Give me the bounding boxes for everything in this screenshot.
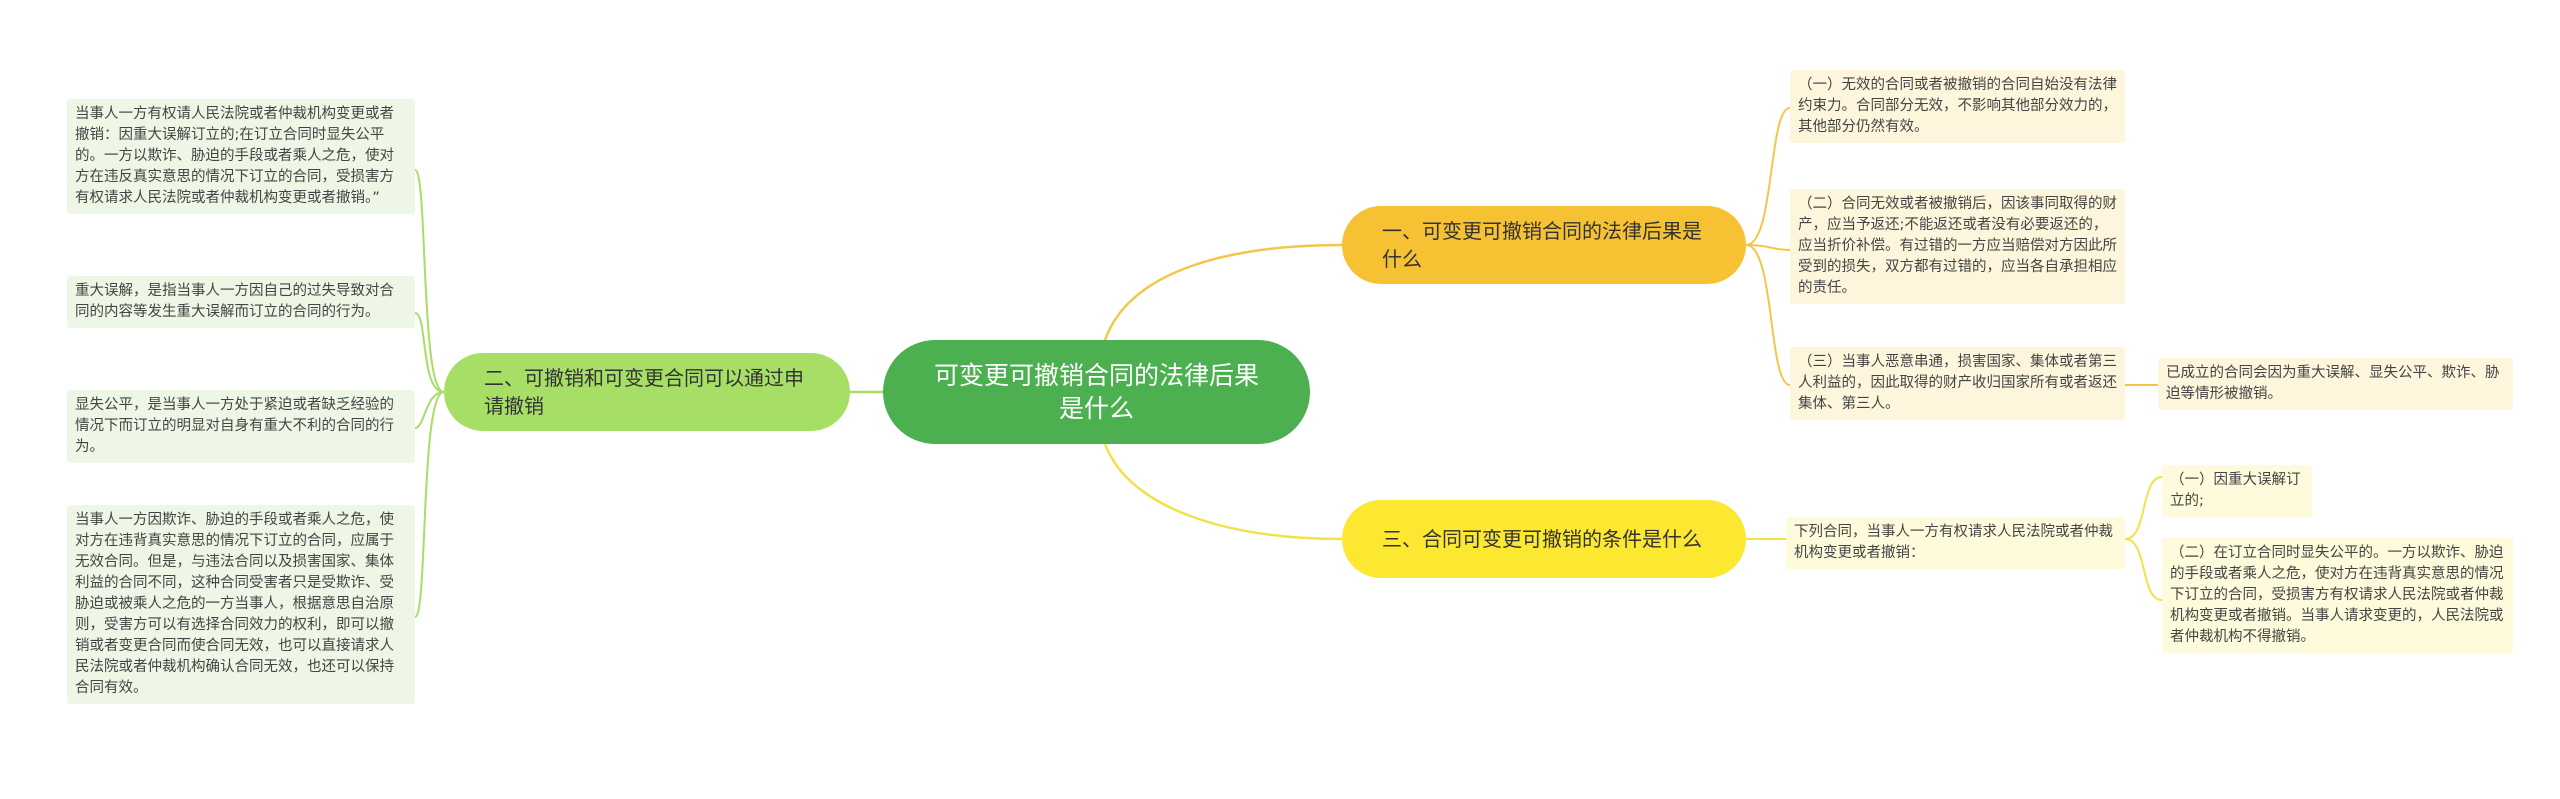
leaf-item[interactable]: 显失公平，是当事人一方处于紧迫或者缺乏经验的情况下而订立的明显对自身有重大不利的… (67, 390, 415, 463)
leaf-text: （二）在订立合同时显失公平的。一方以欺诈、胁迫的手段或者乘人之危，使对方在违背真… (2170, 545, 2504, 645)
link-b2-leaf2 (414, 312, 445, 393)
leaf-text: （三）当事人恶意串通，损害国家、集体或者第三人利益的，因此取得的财产收归国家所有… (1798, 354, 2117, 412)
leaf-item[interactable]: （二）合同无效或者被撤销后，因该事同取得的财产，应当予返还;不能返还或者没有必要… (1790, 189, 2125, 304)
leaf-item[interactable]: 当事人一方有权请人民法院或者仲裁机构变更或者撤销：因重大误解订立的;在订立合同时… (67, 99, 415, 214)
leaf-text: 当事人一方因欺诈、胁迫的手段或者乘人之危，使对方在违背真实意思的情况下订立的合同… (75, 512, 394, 696)
leaf-item[interactable]: （二）在订立合同时显失公平的。一方以欺诈、胁迫的手段或者乘人之危，使对方在违背真… (2162, 538, 2513, 653)
branch-label: 三、合同可变更可撤销的条件是什么 (1382, 527, 1702, 551)
link-root-b1 (1103, 243, 1343, 341)
link-b1-leaf3 (1745, 244, 1791, 386)
leaf-item[interactable]: （一）无效的合同或者被撤销的合同自始没有法律约束力。合同部分无效，不影响其他部分… (1790, 70, 2125, 143)
link-b2-leaf3 (414, 391, 445, 429)
leaf-text: 显失公平，是当事人一方处于紧迫或者缺乏经验的情况下而订立的明显对自身有重大不利的… (75, 397, 394, 455)
link-b1-leaf1 (1745, 107, 1791, 246)
leaf-note[interactable]: 已成立的合同会因为重大误解、显失公平、欺诈、胁迫等情形被撤销。 (2158, 358, 2513, 410)
branch-legal-consequences[interactable]: 一、可变更可撤销合同的法律后果是什么 (1342, 206, 1746, 284)
leaf-item[interactable]: 重大误解，是指当事人一方因自己的过失导致对合同的内容等发生重大误解而订立的合同的… (67, 276, 415, 328)
link-intro-item1 (2124, 476, 2163, 540)
leaf-text: （二）合同无效或者被撤销后，因该事同取得的财产，应当予返还;不能返还或者没有必要… (1798, 196, 2117, 296)
link-root-b3 (1103, 443, 1343, 541)
branch-label: 一、可变更可撤销合同的法律后果是什么 (1382, 219, 1702, 271)
branch-apply-revocation[interactable]: 二、可撤销和可变更合同可以通过申请撤销 (444, 353, 850, 431)
root-topic-label: 可变更可撤销合同的法律后果是什么 (933, 361, 1259, 423)
branch-label: 二、可撤销和可变更合同可以通过申请撤销 (484, 366, 804, 418)
leaf-item[interactable]: （三）当事人恶意串通，损害国家、集体或者第三人利益的，因此取得的财产收归国家所有… (1790, 347, 2125, 420)
leaf-text: 已成立的合同会因为重大误解、显失公平、欺诈、胁迫等情形被撤销。 (2166, 365, 2500, 402)
leaf-intro[interactable]: 下列合同，当事人一方有权请求人民法院或者仲裁机构变更或者撤销： (1786, 517, 2125, 569)
leaf-text: （一）无效的合同或者被撤销的合同自始没有法律约束力。合同部分无效，不影响其他部分… (1798, 77, 2117, 135)
leaf-text: 重大误解，是指当事人一方因自己的过失导致对合同的内容等发生重大误解而订立的合同的… (75, 283, 394, 320)
leaf-text: 下列合同，当事人一方有权请求人民法院或者仲裁机构变更或者撤销： (1794, 524, 2113, 561)
link-b2-leaf1 (414, 169, 445, 393)
leaf-text: 当事人一方有权请人民法院或者仲裁机构变更或者撤销：因重大误解订立的;在订立合同时… (75, 106, 394, 206)
leaf-item[interactable]: （一）因重大误解订立的; (2162, 465, 2312, 517)
branch-conditions[interactable]: 三、合同可变更可撤销的条件是什么 (1342, 500, 1746, 578)
link-b2-leaf4 (414, 391, 445, 618)
root-topic[interactable]: 可变更可撤销合同的法律后果是什么 (883, 340, 1310, 444)
link-intro-item2 (2124, 538, 2163, 601)
leaf-item[interactable]: 当事人一方因欺诈、胁迫的手段或者乘人之危，使对方在违背真实意思的情况下订立的合同… (67, 505, 415, 704)
leaf-text: （一）因重大误解订立的; (2170, 472, 2301, 509)
link-b1-leaf2 (1745, 244, 1791, 251)
